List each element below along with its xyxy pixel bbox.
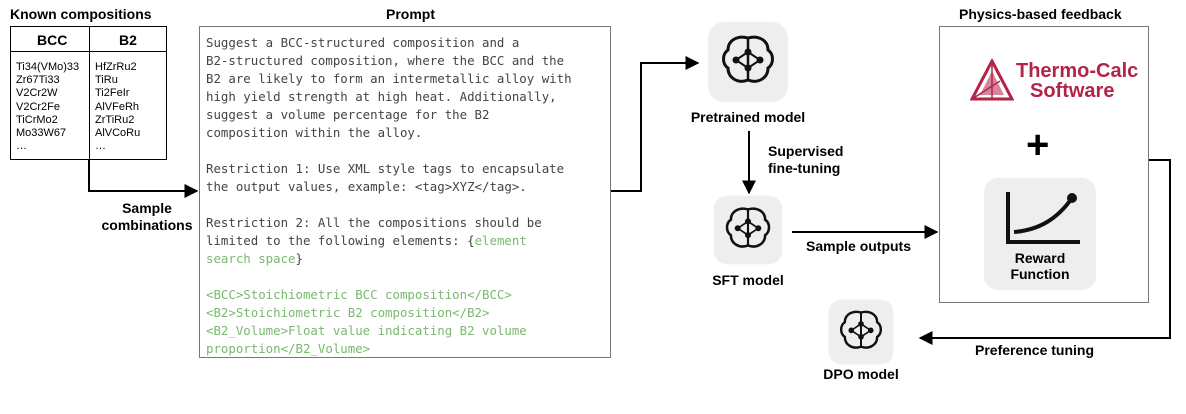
prompt-line: Suggest a BCC-structured composition and… [206,35,520,50]
list-item: Mo33W67 [16,127,67,140]
prompt-line: Restriction 2: All the compositions shou… [206,215,542,230]
reward-line2: Function [1010,266,1070,282]
b2-list: HfZrRu2 TiRu Ti2FeIr AlVFeRh ZrTiRu2 AlV… [95,61,140,153]
compositions-table: BCC B2 Ti34(VMo)33 Zr67Ti33 V2Cr2W V2Cr2… [10,26,167,160]
list-item: TiRu [95,74,118,87]
tag-line: <B2_Volume>Float value indicating B2 vol… [206,323,527,338]
list-item: HfZrRu2 [95,61,137,73]
list-item: TiCrMo2 [16,113,58,126]
supervised-fine-tuning-label: Supervised fine-tuning [768,143,843,177]
tag-line: <B2>Stoichiometric B2 composition</B2> [206,305,490,320]
arrow-prompt-to-pretrained [611,56,700,192]
logo-line2: Software [1030,80,1115,102]
bcc-list: Ti34(VMo)33 Zr67Ti33 V2Cr2W V2Cr2Fe TiCr… [16,61,79,153]
sample-label-line2: combinations [101,217,193,233]
prompt-text: } [295,251,303,266]
list-item: AlVCoRu [95,127,141,140]
prompt-line: Restriction 1: Use XML style tags to enc… [206,161,565,176]
sample-outputs-label: Sample outputs [806,238,912,254]
prompt-line: B2 are likely to form an intermetallic a… [206,71,572,86]
search-space-placeholder: search space [206,251,296,266]
tag-line: proportion</B2_Volume> [206,341,371,356]
feedback-box: Thermo-Calc Software + Reward Function [939,26,1149,303]
bcc-header: BCC [37,32,68,48]
b2-header: B2 [119,32,137,48]
list-item: … [95,140,106,153]
prompt-box: Suggest a BCC-structured composition and… [199,26,611,358]
sample-label-line1: Sample [122,200,172,216]
sft-model-icon [713,195,783,265]
prompt-line: limited to the following elements: {elem… [206,232,610,250]
reward-function-tile: Reward Function [984,178,1096,290]
arrow-preference-tuning [918,159,1171,345]
known-compositions-title: Known compositions [10,6,152,22]
prompt-line: B2-structured composition, where the BCC… [206,53,565,68]
feedback-title: Physics-based feedback [959,6,1122,22]
pretrained-model-icon [708,22,788,102]
prompt-text: limited to the following elements: { [206,233,475,248]
list-item: Ti34(VMo)33 [16,61,80,73]
sample-combinations-label: Sample combinations [92,200,202,234]
list-item: V2Cr2W [16,87,58,100]
logo-line1: Thermo-Calc [1016,60,1139,82]
list-item: Ti2FeIr [95,87,130,100]
arrow-table-to-prompt [88,160,199,198]
table-header-rule [11,51,166,52]
element-placeholder: element [474,233,527,248]
list-item: ZrTiRu2 [95,113,135,126]
list-item: AlVFeRh [95,100,140,113]
tag-line: <BCC>Stoichiometric BCC composition</BCC… [206,287,512,302]
thermo-calc-logo-icon [970,59,1014,101]
dpo-model-icon [828,299,894,365]
prompt-line: composition within the alloy. [206,125,423,140]
prompt-line: the output values, example: <tag>XYZ</ta… [206,179,527,194]
prompt-line: suggest a volume percentage for the B2 [206,107,490,122]
plus-sign: + [1026,123,1050,167]
prompt-line: high yield strength at high heat. Additi… [206,89,557,104]
table-divider [89,27,90,159]
reward-line1: Reward [1014,250,1066,266]
supervised-line1: Supervised [768,143,844,159]
list-item: Zr67Ti33 [16,74,60,87]
reward-chart-icon [1006,192,1080,244]
dpo-model-label: DPO model [823,366,899,382]
prompt-title: Prompt [386,6,435,22]
pretrained-model-label: Pretrained model [690,109,806,125]
supervised-line2: fine-tuning [768,160,841,176]
prompt-line: search space} [206,250,610,268]
preference-tuning-label: Preference tuning [975,342,1095,358]
sft-model-label: SFT model [712,272,784,288]
list-item: V2Cr2Fe [16,100,61,113]
list-item: … [16,140,27,153]
